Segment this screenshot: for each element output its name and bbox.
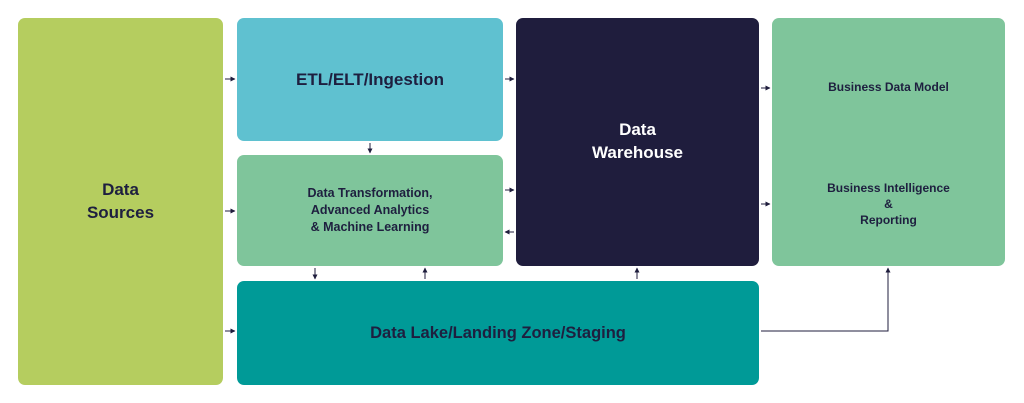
business-data-model-label: Business Data Model [828, 80, 949, 94]
data-transformation-box: Data Transformation, Advanced Analytics … [237, 155, 503, 266]
business-intelligence-label: Business Intelligence & Reporting [827, 181, 950, 228]
data-lake-label: Data Lake/Landing Zone/Staging [370, 323, 626, 342]
data-warehouse-box: Data Warehouse [516, 18, 759, 266]
etl-ingestion-label: ETL/ELT/Ingestion [296, 69, 444, 89]
data-transformation-label: Data Transformation, Advanced Analytics … [307, 186, 433, 234]
data-sources-box: Data Sources [18, 18, 223, 385]
arrow-lake-to-business [761, 267, 891, 332]
data-warehouse-label: Data Warehouse [591, 120, 683, 162]
data-sources-label: Data Sources [86, 180, 155, 222]
data-lake-box: Data Lake/Landing Zone/Staging [237, 281, 759, 385]
business-box: Business Data Model Business Intelligenc… [772, 18, 1005, 266]
etl-ingestion-box: ETL/ELT/Ingestion [237, 18, 503, 141]
